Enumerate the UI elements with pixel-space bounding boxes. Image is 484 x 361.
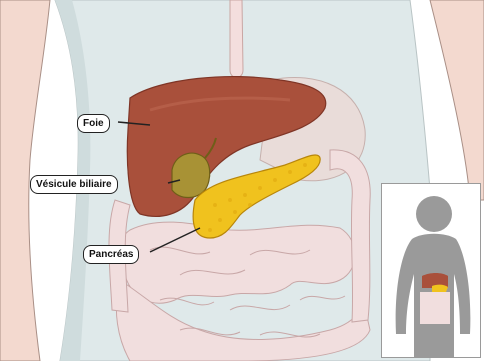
label-liver: Foie (77, 114, 110, 133)
child-silhouette-icon (382, 184, 481, 358)
esophagus (230, 0, 243, 78)
label-pancreas: Pancréas (83, 245, 139, 264)
right-arm (430, 0, 484, 200)
child-inset (381, 183, 481, 358)
label-gallbladder: Vésicule biliaire (30, 175, 118, 194)
